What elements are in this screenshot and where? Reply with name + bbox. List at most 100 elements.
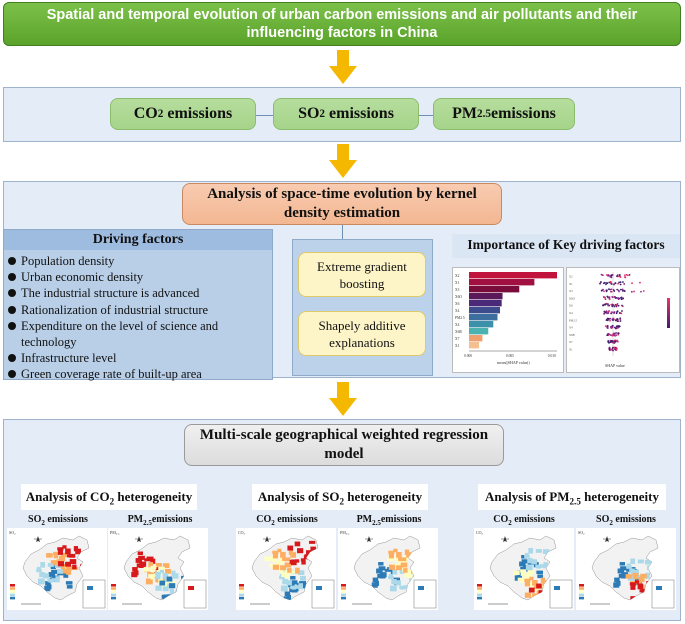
shap-point [618, 273, 621, 276]
map-region [46, 553, 51, 558]
feature-label: X3 [569, 289, 573, 293]
shap-point [617, 320, 620, 323]
map-region [162, 594, 169, 600]
map-region [640, 573, 647, 579]
map-region [269, 563, 277, 567]
map-region [51, 578, 58, 582]
map-region [400, 562, 408, 568]
feature-label: X2 [569, 275, 573, 279]
map-region [57, 549, 63, 555]
map-region [656, 586, 662, 590]
shap-point [617, 325, 620, 328]
map-region [131, 571, 138, 578]
map-region [396, 551, 402, 558]
shap-point [620, 288, 622, 291]
map-region [65, 581, 73, 585]
bar-label: X1 [455, 344, 460, 348]
connector-line [342, 225, 343, 239]
shap-point [622, 297, 625, 300]
north-arrow-icon [365, 536, 373, 542]
list-item: Expenditure on the level of science and … [8, 318, 272, 350]
map-region [523, 576, 529, 580]
map-region [144, 558, 151, 562]
map-region [48, 572, 56, 577]
shap-point [607, 303, 609, 305]
map-region [634, 580, 640, 584]
shap-point [606, 327, 609, 329]
legend-swatch [341, 596, 346, 600]
kernel-density-box: Analysis of space-time evolution by kern… [182, 183, 502, 225]
map-region [39, 572, 45, 578]
map-region [87, 586, 93, 590]
importance-heading: Importance of Key driving factors [452, 234, 680, 258]
map-region [57, 568, 63, 574]
shap-point [608, 348, 611, 351]
map-region [158, 566, 165, 572]
map-region [139, 561, 147, 567]
bar [469, 307, 501, 314]
map-region [297, 570, 305, 576]
map-region [294, 585, 301, 589]
map-region [136, 563, 141, 568]
north-arrow-icon [34, 536, 42, 542]
map-region [286, 580, 292, 586]
so2-heterogeneity-label: Analysis of SO2 heterogeneity [252, 484, 428, 510]
map-region [513, 570, 518, 576]
shap-point [608, 347, 611, 350]
map-region [66, 585, 73, 589]
shap-point [605, 283, 607, 286]
shap-point [610, 274, 613, 277]
map-region [138, 564, 146, 569]
shap-point [642, 290, 645, 292]
map-region [630, 558, 636, 565]
legend-swatch [477, 590, 482, 593]
map-region [280, 565, 287, 571]
map-inset [413, 579, 437, 609]
shap-point [600, 273, 603, 276]
map-region [138, 555, 145, 560]
bar-label: X6 [455, 302, 460, 306]
china-map: SO₂ [7, 528, 107, 610]
shap-point [612, 346, 614, 349]
driving-factors-list: Population density Urban economic densit… [4, 250, 272, 383]
map-region [520, 572, 526, 576]
map-region [159, 578, 166, 582]
shap-point [610, 290, 612, 293]
shap-point [606, 334, 609, 337]
map-corner-label: SO₂ [9, 530, 16, 535]
x-axis-label: mean(|SHAP value|) [497, 360, 530, 365]
map-region [403, 568, 408, 573]
diagram-title: Spatial and temporal evolution of urban … [3, 2, 681, 46]
map-region [517, 577, 525, 581]
map-region [168, 580, 176, 585]
map-region [378, 566, 386, 571]
map-corner-label: CO₂ [238, 530, 246, 535]
shap-point [610, 312, 613, 315]
map-region [379, 575, 386, 579]
feature-label: X6O [569, 296, 576, 300]
shap-point [616, 339, 619, 342]
map-region [300, 575, 306, 581]
map-region [53, 555, 59, 559]
map-region [40, 562, 46, 568]
map-region [532, 579, 538, 586]
map-region [63, 572, 69, 578]
map-region [287, 545, 294, 551]
map-region [272, 558, 277, 562]
feature-label: X1 [569, 282, 573, 286]
shap-point [639, 281, 641, 284]
map-region [621, 572, 629, 578]
map-region [302, 583, 308, 589]
shap-point [604, 311, 607, 314]
map-region [43, 573, 49, 579]
map-region [284, 591, 291, 597]
map-region [388, 573, 393, 579]
map-region [634, 577, 642, 582]
map-region [289, 587, 294, 593]
map-region [272, 552, 278, 559]
map-region [151, 569, 156, 573]
map-region [158, 577, 163, 584]
china-map: SO₂ [576, 528, 676, 610]
map-inset [183, 579, 207, 609]
